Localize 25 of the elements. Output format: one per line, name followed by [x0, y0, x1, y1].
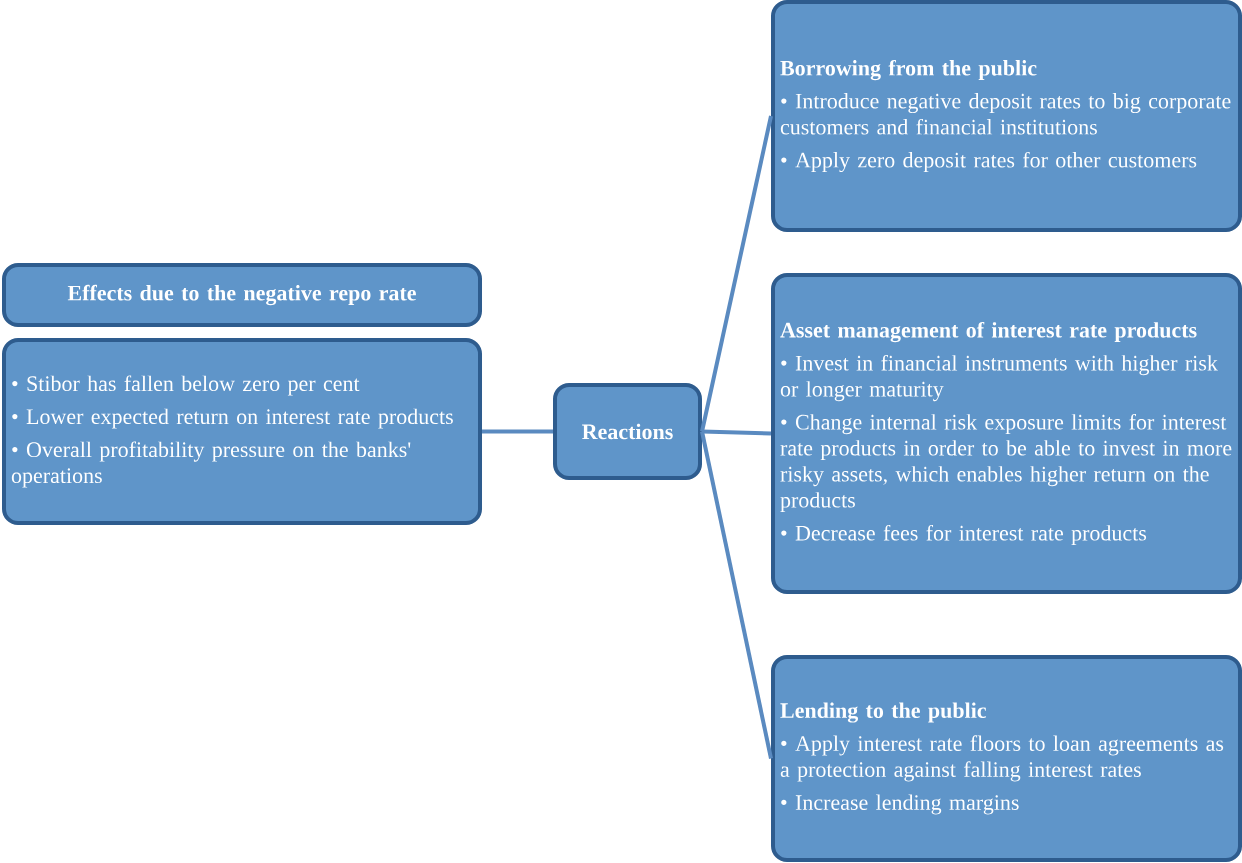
bullet-text: • Apply interest rate floors to loan agreements as a protection against falling interest rates — [780, 735, 1224, 782]
text-box — [2, 338, 482, 525]
bullet-text: • Apply zero deposit rates for other customers — [781, 151, 1197, 173]
reactions-box — [553, 383, 702, 480]
connector-line — [700, 431, 773, 759]
bullet-text: • Decrease fees for interest rate products — [781, 524, 1147, 546]
title-box — [2, 263, 482, 327]
heading: Asset management of interest rate products — [780, 321, 1197, 343]
connector-line — [700, 115, 773, 432]
bullet-text: • Overall profitability pressure on the banks' operations — [11, 441, 411, 488]
heading: Effects due to the negative repo rate — [67, 284, 416, 306]
connector-line — [701, 429, 772, 436]
heading: Reactions — [582, 423, 673, 440]
connector-line — [482, 429, 553, 434]
text-box — [771, 655, 1242, 862]
heading: Borrowing from the public — [780, 59, 1037, 81]
heading: Lending to the public — [780, 702, 987, 723]
text-box — [771, 0, 1242, 232]
bullet-text: • Stibor has fallen below zero per cent — [12, 375, 360, 396]
text-box — [771, 273, 1242, 594]
bullet-text: • Invest in financial instruments with higher risk or longer maturity — [780, 354, 1218, 402]
bullet-text: • Lower expected return on interest rate products — [12, 408, 453, 429]
bullet-text: • Change internal risk exposure limits for interest rate products in order to be able to invest in more risky assets, which enables higher return on the products — [780, 413, 1232, 513]
bullet-text: • Introduce negative deposit rates to big corporate customers and financial institutions — [780, 93, 1231, 135]
bullet-text: • Increase lending margins — [781, 794, 1019, 815]
